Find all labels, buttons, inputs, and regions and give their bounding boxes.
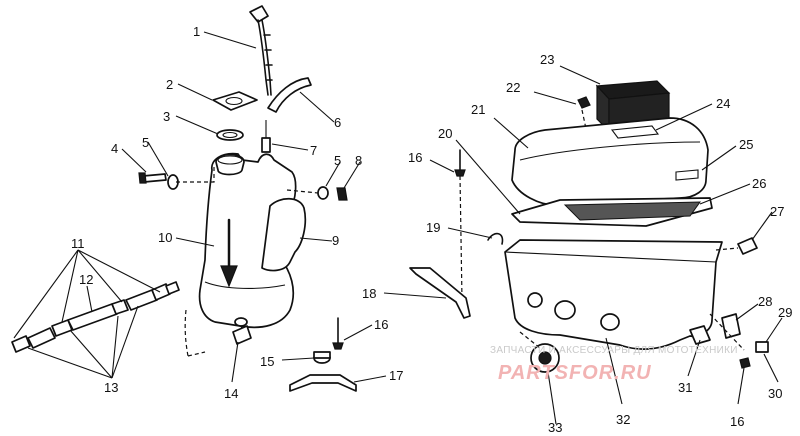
callout-label: 32 (616, 412, 630, 427)
callout-label: 30 (768, 386, 782, 401)
callout-label: 27 (770, 204, 784, 219)
callout-label: 11 (71, 236, 85, 251)
callout-label: 8 (355, 153, 362, 168)
callout-label: 4 (111, 141, 118, 156)
callout-label: 16 (730, 414, 744, 429)
callout-label: 23 (540, 52, 554, 67)
callout-label: 12 (79, 272, 93, 287)
callout-label: 15 (260, 354, 274, 369)
callout-label: 29 (778, 305, 792, 320)
callout-label: 14 (224, 386, 238, 401)
callout-label: 18 (362, 286, 376, 301)
callout-label: 24 (716, 96, 730, 111)
callout-label: 20 (438, 126, 452, 141)
callout-label: 33 (548, 420, 562, 435)
watermark-logo: PARTSFOR.RU (498, 362, 652, 384)
callout-label: 3 (163, 109, 170, 124)
callout-label: 16 (408, 150, 422, 165)
callout-label: 5 (142, 135, 149, 150)
callout-label: 1 (193, 24, 200, 39)
watermark-text: ЗАПЧАСТИ И АКСЕССУАРЫ ДЛЯ МОТОТЕХНИКИ (490, 345, 738, 356)
callout-label: 31 (678, 380, 692, 395)
callout-label: 7 (310, 143, 317, 158)
callout-label: 2 (166, 77, 173, 92)
callout-label: 13 (104, 380, 118, 395)
leader-lines (13, 31, 783, 425)
callout-label: 16 (374, 317, 388, 332)
callout-label: 19 (426, 220, 440, 235)
callout-label: 17 (389, 368, 403, 383)
callout-label: 6 (334, 115, 341, 130)
callout-label: 21 (471, 102, 485, 117)
tank-assembly (11, 5, 357, 392)
callout-label: 9 (332, 233, 339, 248)
callout-labels: 1 2 3 4 5 5 6 7 8 9 10 11 12 13 14 15 16… (71, 24, 792, 435)
callout-label: 5 (334, 153, 341, 168)
callout-label: 25 (739, 137, 753, 152)
callout-label: 10 (158, 230, 172, 245)
callout-label: 26 (752, 176, 766, 191)
callout-label: 22 (506, 80, 520, 95)
callout-label: 28 (758, 294, 772, 309)
airbox-assembly (409, 80, 769, 373)
